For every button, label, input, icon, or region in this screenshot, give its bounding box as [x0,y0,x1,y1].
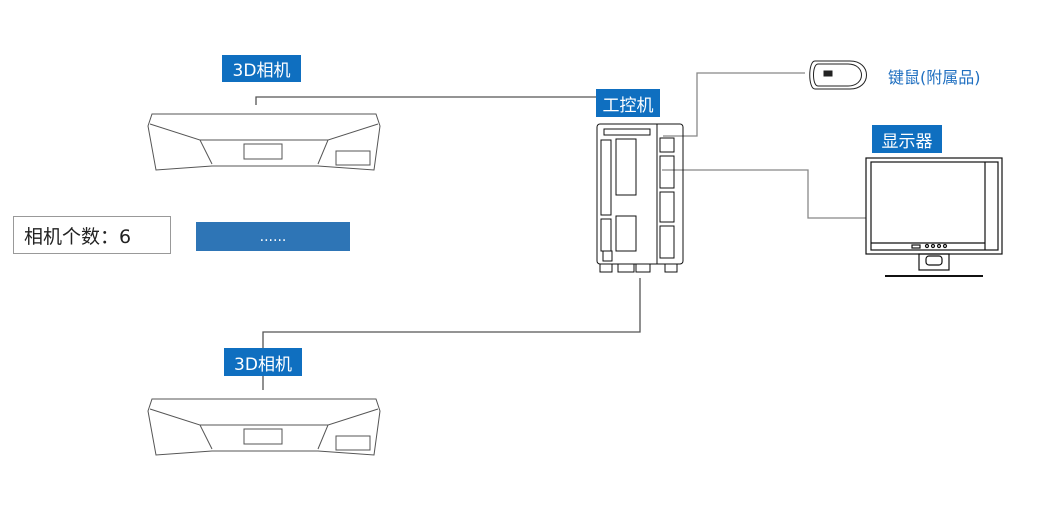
camera-count-box: 相机个数：6 [13,216,171,254]
mouse-icon [809,60,867,90]
line-ipc-camera-bottom [262,278,641,390]
monitor-icon [865,157,1003,277]
line-ipc-monitor [662,169,866,219]
camera-bottom-icon [147,398,381,456]
mouse-label: 键鼠(附属品) [888,68,981,87]
camera-bottom-label: 3D相机 [224,348,302,376]
monitor-label: 显示器 [872,125,942,153]
ipc-label: 工控机 [596,89,660,117]
camera-top-icon [147,113,381,171]
more-cameras-bar: ...... [196,222,350,251]
ipc-icon [596,123,684,273]
line-camera-top-ipc [255,96,620,105]
line-ipc-mouse [663,72,805,137]
camera-top-label: 3D相机 [222,55,301,82]
